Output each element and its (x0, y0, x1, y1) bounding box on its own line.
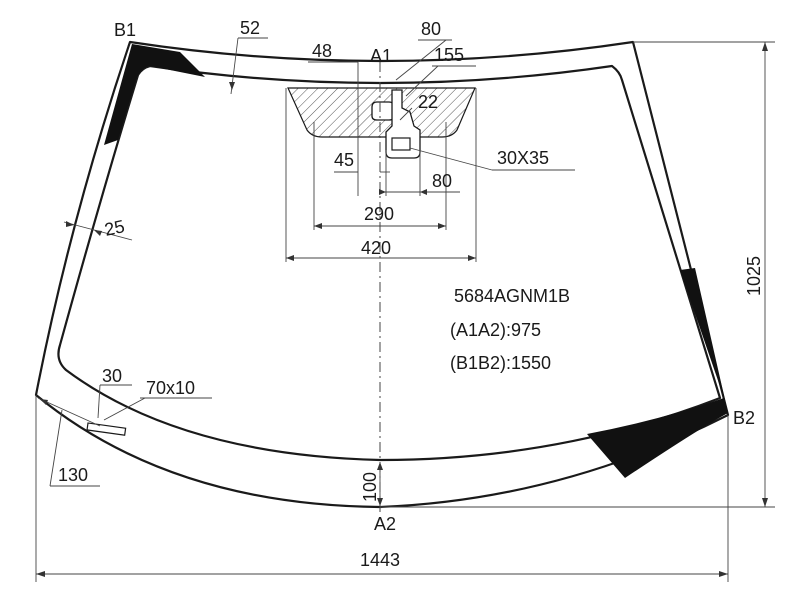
dim-line-155 (405, 65, 439, 97)
arrow-130-left (40, 399, 48, 405)
dim-label-25: 25 (103, 216, 127, 240)
dim-label-1443: 1443 (360, 550, 400, 570)
arrow-80-lower-right (420, 189, 427, 195)
dim-label-45: 45 (334, 150, 354, 170)
dim-label-100: 100 (360, 472, 380, 502)
dim-label-155: 155 (434, 45, 464, 65)
dim-label-290: 290 (364, 204, 394, 224)
sensor-window (391, 137, 411, 151)
dim-label-1025: 1025 (744, 256, 764, 296)
arrow-25-right (94, 230, 102, 236)
dim-label-52: 52 (240, 18, 260, 38)
dim-line-130-leader (49, 409, 63, 487)
arrow-290-left (314, 223, 322, 229)
label-b1: B1 (114, 20, 136, 40)
black-band-top-left (104, 44, 205, 145)
arrow-100-bottom (377, 498, 383, 506)
leader-30x35 (409, 147, 493, 171)
arrow-52 (229, 82, 235, 90)
arrow-290-right (438, 223, 446, 229)
dim-label-22: 22 (418, 92, 438, 112)
arrow-420-left (286, 255, 294, 261)
dim-label-30: 30 (102, 366, 122, 386)
sensor-bracket-notch (371, 101, 395, 121)
dim-line-130 (37, 397, 101, 427)
spec-b1b2: (B1B2):1550 (450, 353, 551, 373)
arrow-1443-right (719, 571, 728, 577)
arrow-80-lower-left (379, 189, 386, 195)
dim-label-80-lower: 80 (432, 171, 452, 191)
dim-line-70x10 (103, 397, 146, 421)
dim-line-22 (399, 107, 413, 121)
dim-line-30 (97, 384, 101, 419)
arrow-25-left (66, 221, 74, 227)
spec-a1a2: (A1A2):975 (450, 320, 541, 340)
dim-label-80-top: 80 (421, 19, 441, 39)
arrow-420-right (468, 255, 476, 261)
glass-outer-outline (34, 40, 730, 509)
arrow-1443-left (36, 571, 45, 577)
dim-label-130: 130 (58, 465, 88, 485)
dim-label-48: 48 (312, 41, 332, 61)
label-a2: A2 (374, 514, 396, 534)
dim-label-70x10: 70x10 (146, 378, 195, 398)
glass-inner-outline (57, 64, 722, 462)
arrow-100-top (377, 462, 383, 470)
dim-label-30x35: 30X35 (497, 148, 549, 168)
label-b2: B2 (733, 408, 755, 428)
arrow-1025-top (762, 42, 768, 51)
dim-label-420: 420 (361, 238, 391, 258)
marking-box (86, 422, 127, 436)
part-number: 5684AGNM1B (454, 286, 570, 306)
black-band-bottom-right (587, 268, 728, 478)
arrow-1025-bottom (762, 498, 768, 507)
dim-line-80-top (395, 39, 447, 81)
label-a1: A1 (370, 46, 392, 66)
